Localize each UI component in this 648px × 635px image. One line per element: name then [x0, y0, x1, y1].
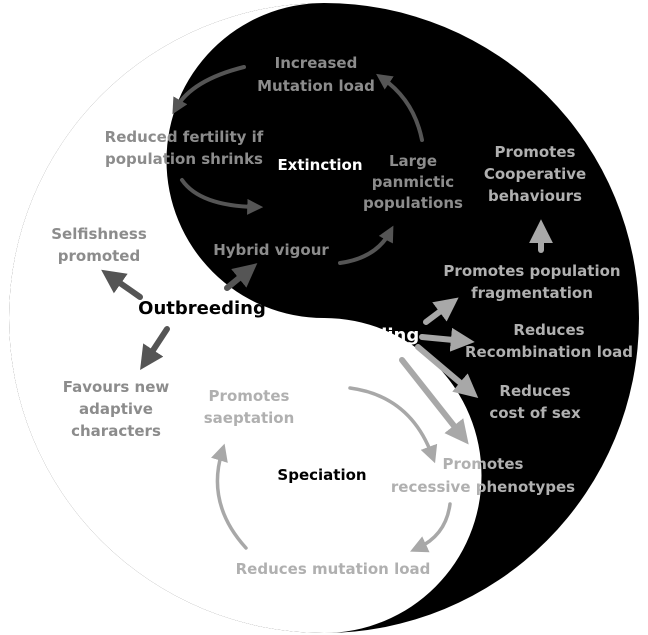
- arrow-saeptation-to-recessive: [348, 386, 438, 464]
- outbreeding-label: Outbreeding: [138, 298, 266, 319]
- large-panmictic-node: Large panmictic populations: [363, 152, 463, 212]
- inbreeding-label: Inbreeding: [309, 325, 419, 346]
- svg-text:Promotes: Promotes: [443, 455, 524, 473]
- svg-text:Recombination load: Recombination load: [465, 343, 633, 361]
- speciation-cycle-arrows: [211, 386, 452, 553]
- svg-text:characters: characters: [71, 422, 161, 440]
- arrow-large-to-increased: [376, 73, 424, 142]
- arrow-outbreeding-to-selfishness: [101, 269, 143, 300]
- svg-text:Cooperative: Cooperative: [484, 165, 586, 183]
- speciation-label: Speciation: [277, 466, 366, 484]
- arrow-inbreeding-to-recombination: [419, 327, 475, 352]
- arrow-recessive-to-mutation-load: [410, 502, 452, 553]
- extinction-label: Extinction: [277, 156, 362, 174]
- svg-text:population shrinks: population shrinks: [105, 150, 263, 168]
- svg-text:Reduced fertility if: Reduced fertility if: [105, 128, 264, 146]
- svg-text:Promotes: Promotes: [209, 387, 290, 405]
- mutation-load-node: Reduces mutation load: [236, 560, 431, 578]
- svg-text:Promotes: Promotes: [495, 143, 576, 161]
- arrow-hybrid-to-large: [338, 225, 394, 265]
- speciation-circle: [270, 424, 370, 524]
- svg-text:recessive phenotypes: recessive phenotypes: [391, 478, 575, 496]
- cooperative-node: Promotes Cooperative behaviours: [484, 143, 586, 205]
- recessive-node: Promotes recessive phenotypes: [391, 455, 575, 496]
- arrow-outbreeding-to-favours: [140, 326, 170, 371]
- svg-text:Increased: Increased: [275, 54, 358, 72]
- svg-text:saeptation: saeptation: [204, 409, 295, 427]
- outbreeding-arrows: [101, 263, 258, 371]
- extinction-circle: [262, 114, 362, 214]
- svg-text:populations: populations: [363, 194, 463, 212]
- selfishness-node: Selfishness promoted: [51, 225, 147, 265]
- recombination-node: Reduces Recombination load: [465, 321, 633, 361]
- svg-text:promoted: promoted: [58, 247, 140, 265]
- inbreeding-arrows: [399, 219, 553, 445]
- svg-text:Reduces: Reduces: [513, 321, 584, 339]
- svg-text:Reduces: Reduces: [499, 382, 570, 400]
- svg-text:Favours new: Favours new: [63, 378, 170, 396]
- saeptation-node: Promotes saeptation: [204, 387, 295, 427]
- arrow-mutation-load-to-saeptation: [211, 443, 248, 550]
- reduced-fertility-node: Reduced fertility if population shrinks: [105, 128, 264, 168]
- hybrid-vigour-node: Hybrid vigour: [213, 241, 329, 259]
- arrow-increased-to-reduced: [172, 65, 246, 115]
- cost-of-sex-node: Reduces cost of sex: [489, 382, 581, 422]
- svg-text:Hybrid vigour: Hybrid vigour: [213, 241, 329, 259]
- arrow-reduced-to-extinction: [180, 178, 264, 215]
- svg-text:Mutation load: Mutation load: [257, 77, 375, 95]
- svg-text:fragmentation: fragmentation: [471, 284, 593, 302]
- favours-new-node: Favours new adaptive characters: [63, 378, 170, 440]
- arrow-outbreeding-to-hybrid: [224, 263, 258, 291]
- arrow-inbreeding-to-cost: [415, 344, 479, 398]
- increased-mutation-load-node: Increased Mutation load: [257, 54, 375, 95]
- svg-text:panmictic: panmictic: [372, 173, 454, 191]
- arrow-inbreeding-to-fragmentation: [423, 297, 459, 325]
- arrow-inbreeding-to-recessive: [399, 357, 469, 445]
- svg-text:Large: Large: [389, 152, 437, 170]
- svg-text:Selfishness: Selfishness: [51, 225, 147, 243]
- extinction-cycle-arrows: [172, 65, 424, 265]
- fragmentation-node: Promotes population fragmentation: [443, 262, 620, 302]
- svg-text:behaviours: behaviours: [488, 187, 582, 205]
- svg-text:cost of sex: cost of sex: [489, 404, 581, 422]
- svg-text:Reduces mutation load: Reduces mutation load: [236, 560, 431, 578]
- svg-text:Promotes population: Promotes population: [443, 262, 620, 280]
- svg-text:adaptive: adaptive: [79, 400, 153, 418]
